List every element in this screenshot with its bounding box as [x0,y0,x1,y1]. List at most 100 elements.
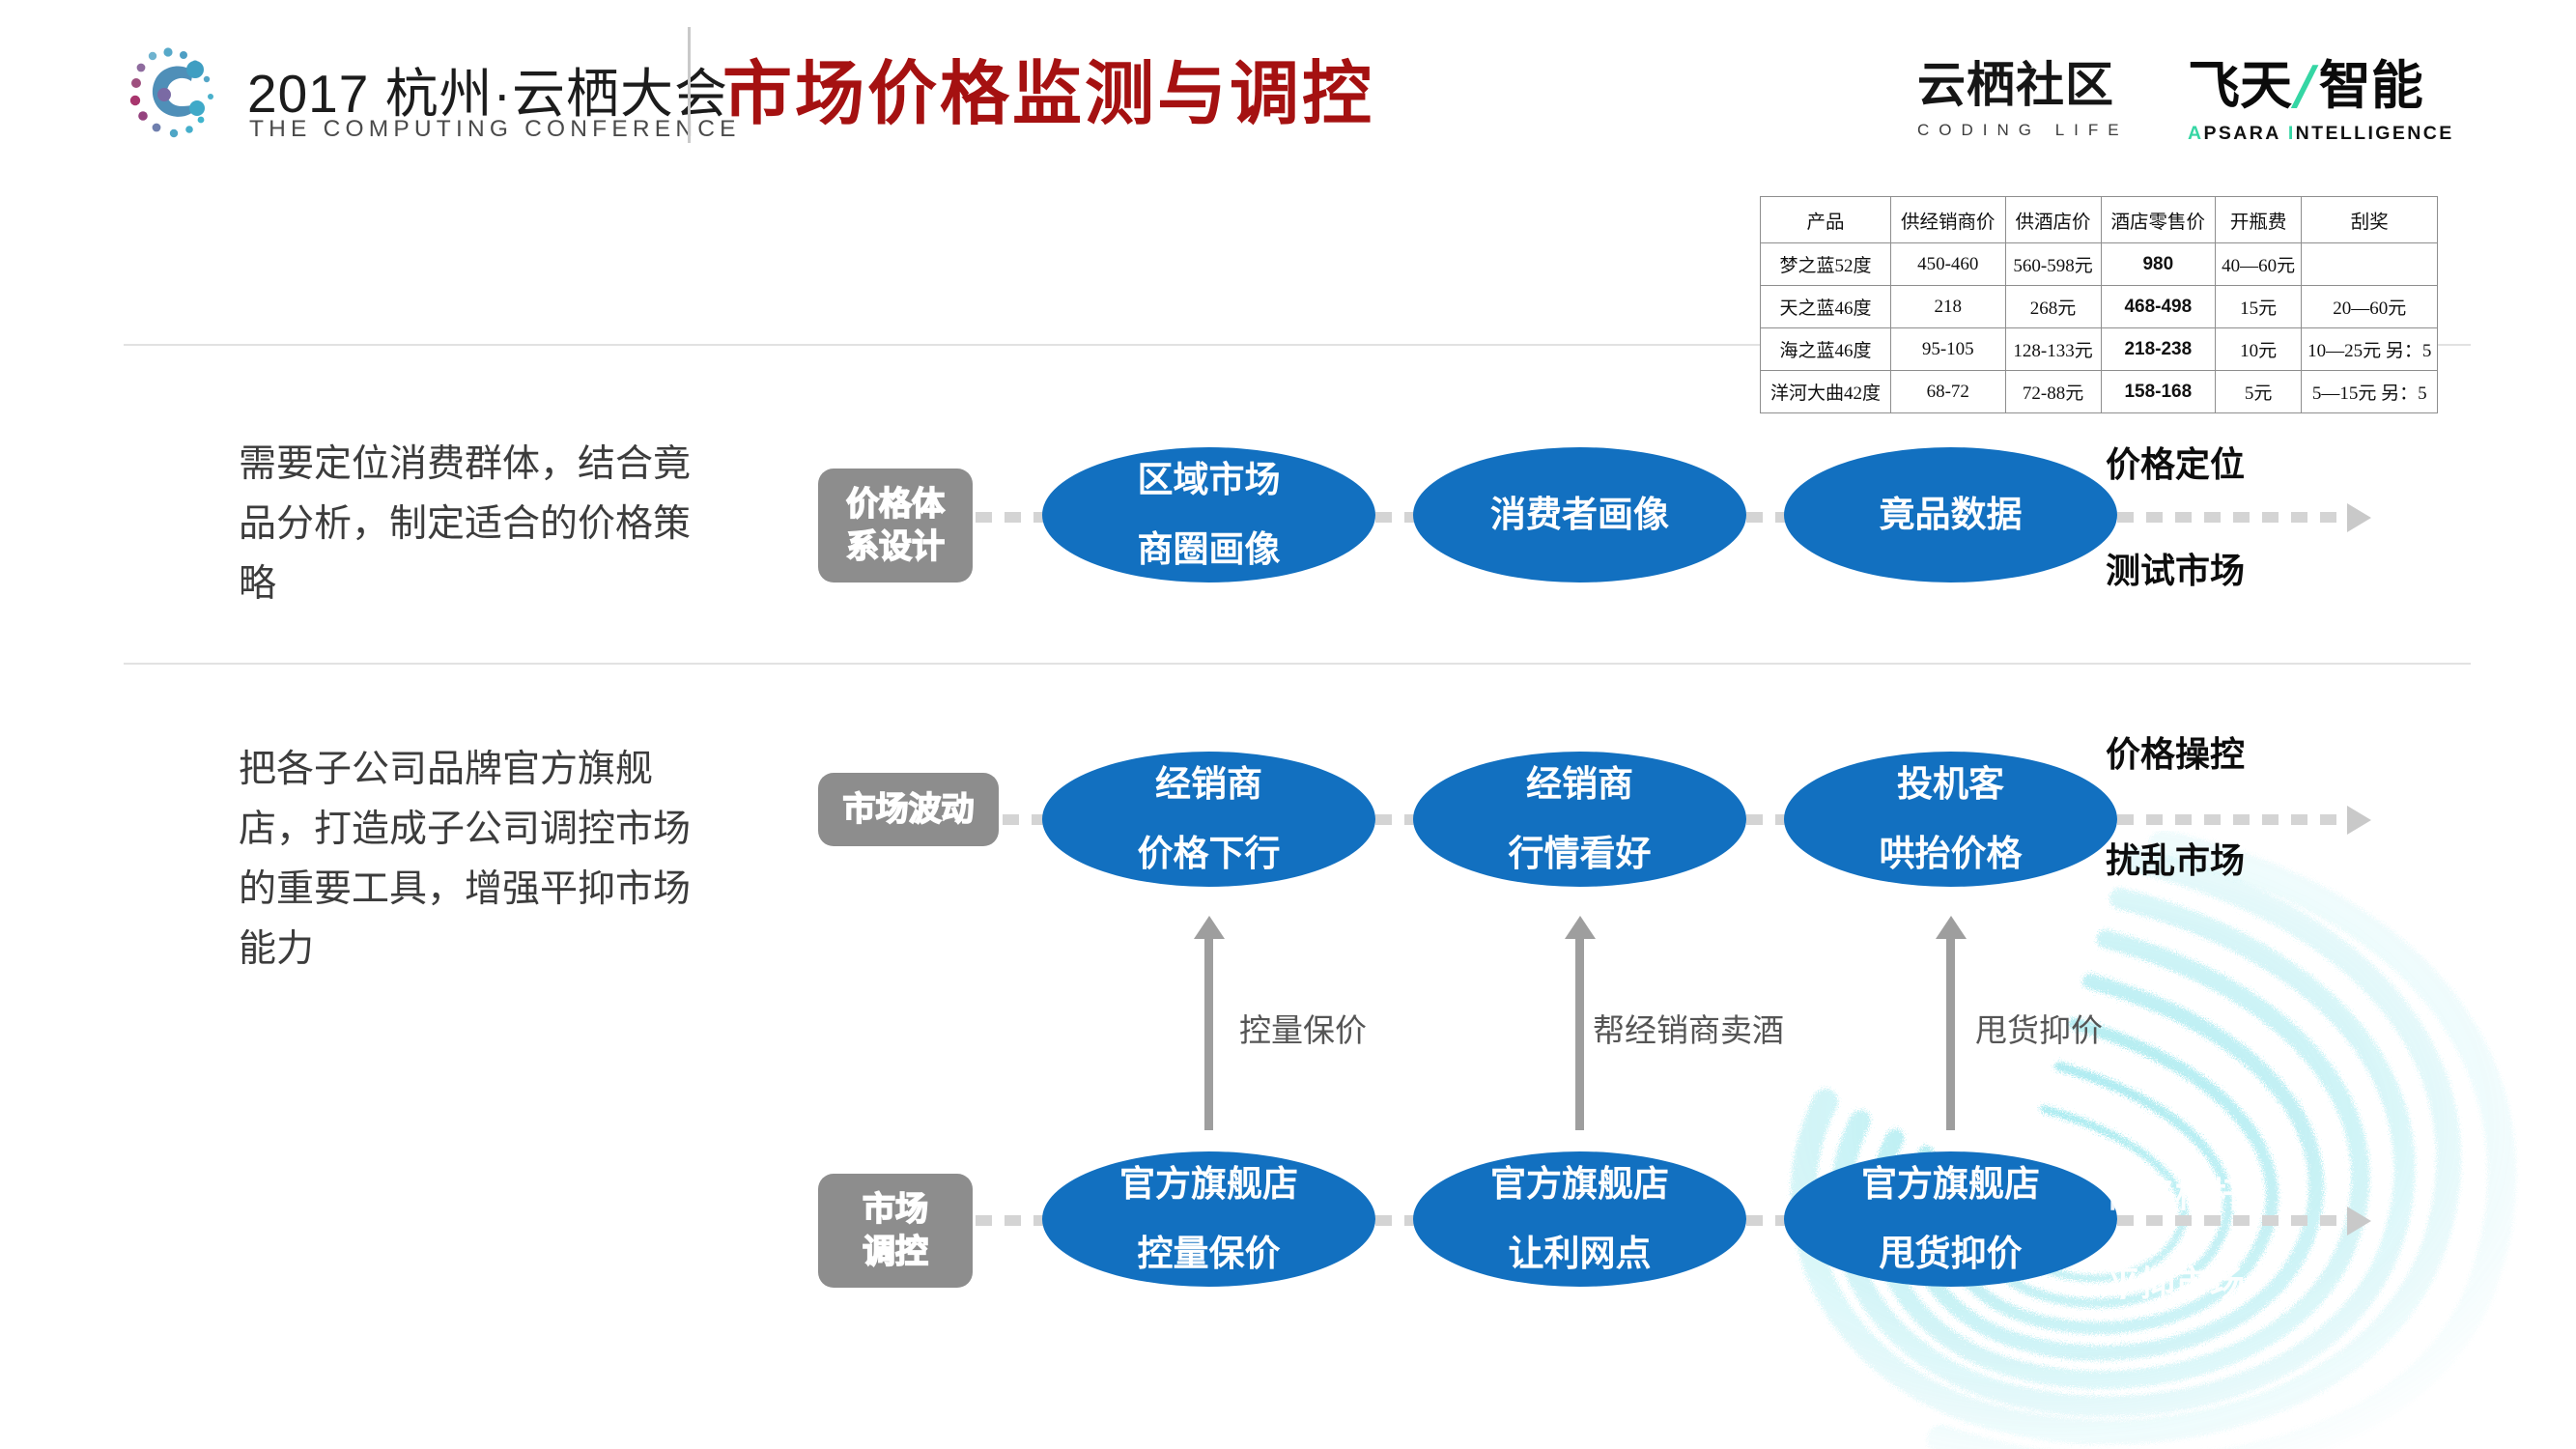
table-header-row: 产品 供经销商价 供酒店价 酒店零售价 开瓶费 刮奖 [1759,196,2439,243]
table-header-cell: 刮奖 [2301,196,2439,243]
stage-label-price-system-design: 价格体 系设计 [818,469,973,582]
node-dealer-market-optimistic[interactable]: 经销商 行情看好 [1413,752,1746,887]
vertical-arrow-3-line [1946,937,1955,1130]
apsara-logo-en: APSARA INTELLIGENCE [2188,123,2454,145]
table-cell: 10—25元 另：5 [2301,327,2439,371]
node-regional-market[interactable]: 区域市场 商圈画像 [1042,447,1375,582]
node-line2: 甩货抑价 [1879,1233,2023,1274]
vertical-arrow-1-line [1204,937,1213,1130]
outcome-r3-top: 价格标杆 [2106,1176,2246,1215]
table-cell: 268元 [2004,285,2102,328]
node-flagship-store-dump-goods[interactable]: 官方旗舰店 甩货抑价 [1784,1151,2117,1287]
table-cell: 468-498 [2100,285,2217,328]
connector-r2-n3-to-outcome [2117,814,2347,825]
node-line1: 官方旗舰店 [1861,1163,2040,1205]
node-dealer-price-down[interactable]: 经销商 价格下行 [1042,752,1375,887]
node-line2: 行情看好 [1508,833,1652,874]
vertical-arrow-2-line [1575,937,1584,1130]
outcome-r2-bottom: 扰乱市场 [2106,841,2246,881]
connector-r1-stage-to-n1 [976,512,1045,523]
slide-header: 2017 杭州·云栖大会 THE COMPUTING CONFERENCE 市场… [0,0,2576,169]
table-cell: 15元 [2215,285,2303,328]
table-cell: 20—60元 [2301,285,2439,328]
vertical-arrow-label-3: 甩货抑价 [1975,1011,2103,1049]
table-cell-product: 梦之蓝52度 [1759,242,1892,286]
table-cell: 450-460 [1890,242,2006,286]
apsara-intelligence-logo: 飞天/智能 APSARA INTELLIGENCE [2188,43,2454,145]
yunqi-logo-cn: 云栖社区 [1917,57,2114,113]
row1-description: 需要定位消费群体，结合竟品分析，制定适合的价格策略 [239,442,692,606]
vertical-arrow-3-head-icon [1936,916,1967,939]
apsara-logo-en-a: A [2188,123,2204,144]
connector-r1-n3-to-outcome [2117,512,2347,523]
conference-logo: 2017 杭州·云栖大会 THE COMPUTING CONFERENCE [124,37,735,143]
section-divider-middle [124,663,2471,665]
table-header-cell: 开瓶费 [2215,196,2303,243]
connector-r2-arrowhead-icon [2347,806,2371,835]
stage-label-line2: 系设计 [845,526,946,567]
node-competitor-data[interactable]: 竟品数据 [1784,447,2117,582]
node-line2: 哄抬价格 [1879,833,2023,874]
outcome-r1-top: 价格定位 [2106,445,2246,485]
table-cell-product: 天之蓝46度 [1759,285,1892,328]
outcome-r1-bottom: 测试市场 [2106,552,2246,591]
table-cell: 72-88元 [2004,370,2102,413]
vertical-arrow-label-2: 帮经销商卖酒 [1593,1011,1784,1049]
table-row: 海之蓝46度 95-105 128-133元 218-238 10元 10—25… [1759,327,2439,371]
apsara-logo-en-i: I [2287,123,2296,144]
table-cell: 5元 [2215,370,2303,413]
table-header-cell: 产品 [1759,196,1892,243]
node-speculator-price-up[interactable]: 投机客 哄抬价格 [1784,752,2117,887]
vertical-arrow-2-head-icon [1565,916,1596,939]
vertical-arrow-1-head-icon [1194,916,1225,939]
conference-logo-mark-icon [129,47,213,138]
apsara-logo-cn: 飞天/智能 [2188,43,2454,119]
conference-title: 2017 杭州·云栖大会 [247,64,728,124]
table-cell: 40—60元 [2215,242,2303,286]
vertical-arrow-label-1: 控量保价 [1239,1011,1367,1049]
node-line2: 让利网点 [1508,1233,1652,1274]
row2-description: 把各子公司品牌官方旗舰店，打造成子公司调控市场的重要工具，增强平抑市场能力 [239,748,692,971]
header-divider [688,27,691,143]
node-line2: 价格下行 [1137,833,1281,874]
stage-label-market-regulation: 市场 调控 [818,1174,973,1288]
node-flagship-store-profit-sharing[interactable]: 官方旗舰店 让利网点 [1413,1151,1746,1287]
node-line1: 经销商 [1526,763,1633,805]
connector-r3-n1-to-n2 [1375,1215,1416,1226]
table-cell: 218 [1890,285,2006,328]
connector-r3-stage-to-n1 [976,1215,1045,1226]
table-header-cell: 酒店零售价 [2100,196,2217,243]
conference-tagline: THE COMPUTING CONFERENCE [249,116,741,142]
table-header-cell: 供酒店价 [2004,196,2102,243]
node-line1: 投机客 [1897,763,2004,805]
table-cell: 5—15元 另：5 [2301,370,2439,413]
table-cell: 158-168 [2100,370,2217,413]
apsara-logo-en-ntelligence: NTELLIGENCE [2295,123,2454,144]
node-line1: 经销商 [1155,763,1262,805]
yunqi-community-logo: 云栖社区 CODING LIFE [1917,46,2129,140]
connector-r2-stage-to-n1 [1003,814,1045,825]
outcome-r2-top: 价格操控 [2106,735,2246,775]
stage-label-line1: 价格体 [845,484,946,525]
section-divider-top [124,344,2471,346]
stage-label-line1: 市场波动 [842,789,976,830]
connector-r1-arrowhead-icon [2347,503,2371,532]
table-cell: 10元 [2215,327,2303,371]
node-line2: 商圈画像 [1137,528,1281,570]
stage-label-market-fluctuation: 市场波动 [818,773,999,846]
node-line2: 控量保价 [1137,1233,1281,1274]
table-cell: 128-133元 [2004,327,2102,371]
node-line1: 官方旗舰店 [1119,1163,1298,1205]
node-line1: 消费者画像 [1490,494,1669,535]
table-row: 洋河大曲42度 68-72 72-88元 158-168 5元 5—15元 另：… [1759,370,2439,413]
stage-label-line1: 市场 [862,1189,929,1230]
table-row: 梦之蓝52度 450-460 560-598元 980 40—60元 [1759,242,2439,286]
connector-r1-n2-to-n3 [1746,512,1787,523]
node-consumer-profile[interactable]: 消费者画像 [1413,447,1746,582]
connector-r3-arrowhead-icon [2347,1207,2371,1236]
yunqi-logo-en: CODING LIFE [1917,121,2129,139]
apsara-logo-cn-2: 智能 [2318,55,2423,116]
outcome-r3-bottom: 平抑市场 [2106,1264,2246,1304]
node-flagship-store-control-volume[interactable]: 官方旗舰店 控量保价 [1042,1151,1375,1287]
